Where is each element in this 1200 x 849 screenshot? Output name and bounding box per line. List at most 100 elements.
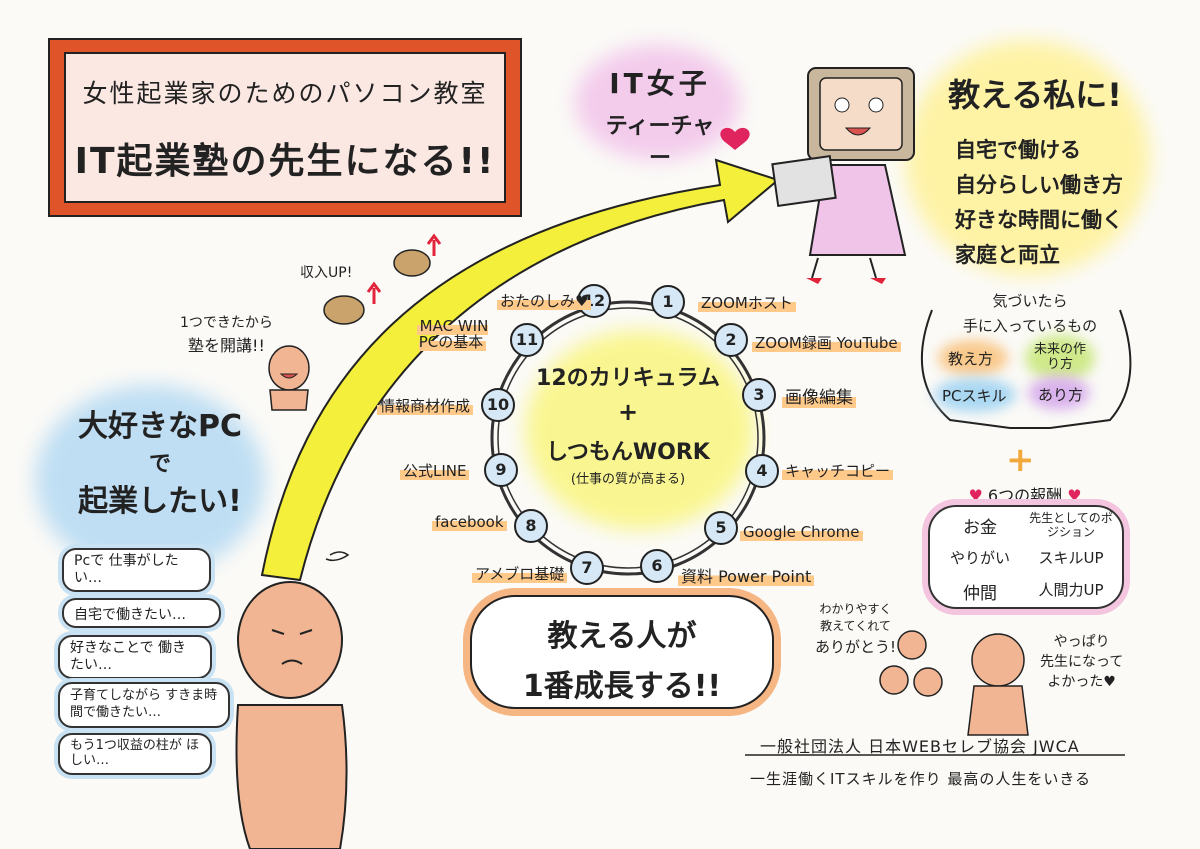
curriculum-node: 2 — [714, 323, 748, 357]
wish-text: 自宅で働きたい… — [74, 607, 186, 623]
money-bags-illustration — [323, 233, 442, 325]
thanks-speech: わかりやすく 教えてくれて ありがとう! — [815, 600, 896, 657]
students-illustration — [879, 630, 1029, 736]
teacher-label: IT女子 ティーチャー — [595, 62, 725, 172]
glad-line2: 先生になって — [1040, 654, 1124, 670]
curriculum-label-text: ZOOMホスト — [698, 294, 796, 312]
reward-item: 仲間 — [963, 584, 997, 604]
curriculum-node: 4 — [745, 454, 779, 488]
gained-item: PCスキル — [942, 387, 1007, 405]
thinking-person-illustration — [235, 551, 350, 849]
hands-outline — [920, 309, 1132, 429]
thanks-line3: ありがとう! — [815, 638, 897, 656]
rewards-heading: ♥ 6つの報酬 ♥ — [955, 482, 1095, 506]
reward-item: お金 — [963, 518, 997, 538]
rewards-title: 6つの報酬 — [987, 486, 1063, 505]
wish-bubble: 自宅で働きたい… — [62, 598, 221, 628]
curriculum-label: おたのしみ♥ — [497, 290, 592, 311]
plus-sign: + — [1006, 440, 1035, 480]
curriculum-label: アメブロ基礎 — [472, 563, 568, 584]
wish-bubble: 子育てしながら すきま時間で働きたい… — [58, 682, 230, 728]
wish-text: もう1つ収益の柱が ほしい… — [70, 738, 200, 768]
curriculum-label-text: 公式LINE — [400, 462, 470, 480]
opened-label: 1つできたから 塾を開講!! — [180, 312, 273, 356]
teach-me-item: 自分らしい働き方 — [955, 173, 1123, 197]
opened-line1: 1つできたから — [180, 315, 273, 331]
curriculum-label: 資料 Power Point — [678, 563, 815, 587]
reward-item: 人間力UP — [1038, 581, 1104, 599]
heart-icon: ♥ — [1067, 486, 1082, 505]
curriculum-node: 3 — [742, 378, 776, 412]
teach-me-heading: 教える私に! — [948, 76, 1122, 114]
gained-item: 未来の作り方 — [1033, 342, 1086, 372]
gained-section: 気づいたら 手に入っているもの — [935, 290, 1125, 336]
gained-badge-bg — [934, 378, 1016, 412]
curriculum-work-sub: (仕事の質が高まる) — [570, 472, 686, 487]
footer-tagline: 一生涯働くITスキルを作り 最高の人生をいきる — [750, 770, 1092, 788]
curriculum-label: 画像編集 — [782, 383, 856, 408]
gained-heading2: 手に入っているもの — [962, 317, 1098, 335]
rewards-box: お金 先生としてのポジション やりがい スキルUP 仲間 人間力UP — [928, 505, 1124, 609]
curriculum-label: facebook — [432, 513, 507, 531]
glad-line1: やっぱり — [1053, 634, 1110, 650]
title-box: 女性起業家のためのパソコン教室 IT起業塾の先生になる!! — [64, 52, 506, 203]
title-frame: 女性起業家のためのパソコン教室 IT起業塾の先生になる!! — [48, 38, 522, 217]
title-line1: 女性起業家のためのパソコン教室 — [82, 79, 488, 108]
thanks-line2: 教えてくれて — [820, 619, 891, 633]
income-label: 収入UP! — [300, 265, 353, 281]
title-line2: IT起業塾の先生になる!! — [74, 141, 496, 182]
curriculum-node: 6 — [640, 549, 674, 583]
wish-bubble: 好きなことで 働きたい… — [58, 635, 212, 679]
center-glow — [525, 330, 755, 530]
growth-line2: 1番成長する!! — [522, 669, 722, 704]
footer-org: 一般社団法人 日本WEBセレブ協会 JWCA — [760, 737, 1080, 756]
wish-text: Pcで 仕事がしたい… — [74, 553, 179, 586]
teach-me-section: 教える私に! 自宅で働ける 自分らしい働き方 好きな時間に働く 家庭と両立 — [925, 70, 1145, 269]
curriculum-label: 公式LINE — [400, 460, 470, 481]
small-person-illustration — [268, 345, 310, 411]
curriculum-label: 情報商材作成 — [377, 395, 474, 416]
curriculum-node: 1 — [651, 285, 685, 319]
want-line1: 大好きなPC — [77, 409, 242, 444]
glad-speech: やっぱり 先生になって よかった♥ — [1040, 632, 1123, 692]
curriculum-plus: + — [617, 398, 639, 426]
gained-badge-bg — [938, 340, 1008, 376]
curriculum-label: ZOOM録画 YouTube — [752, 332, 901, 353]
curriculum-node: 7 — [570, 551, 604, 585]
thanks-line1: わかりやすく — [819, 602, 892, 616]
curriculum-node: 9 — [484, 453, 518, 487]
reward-item: やりがい — [949, 549, 1010, 567]
wish-bubble: もう1つ収益の柱が ほしい… — [58, 733, 212, 775]
gained-badge-bg — [1028, 376, 1090, 410]
gained-item: 教え方 — [948, 350, 994, 368]
heart-icon: ♥ — [968, 486, 983, 505]
growth-box: 教える人が 1番成長する!! — [470, 595, 774, 709]
curriculum-work: しつもんWORK — [546, 440, 710, 465]
curriculum-label-text: MAC WIN PCの基本 — [416, 317, 489, 351]
curriculum-label: Google Chrome — [740, 523, 863, 541]
curriculum-ring — [490, 300, 766, 576]
curriculum-label-text: 画像編集 — [782, 388, 856, 408]
pink-glow — [575, 45, 740, 160]
reward-item: 先生としてのポジション — [1029, 511, 1113, 539]
heart-icon — [720, 127, 750, 150]
curriculum-label-text: 情報商材作成 — [377, 397, 474, 415]
want-heading: 大好きなPC で 起業したい! — [40, 405, 280, 524]
teacher-illustration — [771, 67, 915, 284]
wish-text: 好きなことで 働きたい… — [70, 640, 187, 673]
curriculum-label: MAC WIN PCの基本 — [405, 317, 500, 351]
curriculum-node: 8 — [514, 509, 548, 543]
curriculum-label-text: アメブロ基礎 — [472, 565, 568, 583]
curriculum-label-text: Google Chrome — [740, 523, 863, 541]
teach-me-item: 自宅で働ける — [955, 138, 1081, 162]
curriculum-label: キャッチコピー — [782, 460, 894, 481]
curriculum-label-text: facebook — [432, 513, 507, 531]
yellow-glow — [905, 40, 1150, 275]
curriculum-label-text: ZOOM録画 YouTube — [752, 334, 901, 352]
curriculum-title: 12のカリキュラム — [536, 366, 720, 391]
curriculum-node: 10 — [481, 388, 515, 422]
growth-line1: 教える人が — [547, 619, 697, 654]
teacher-label-line2: ティーチャー — [605, 114, 715, 171]
curriculum-label-text: おたのしみ♥ — [497, 292, 592, 310]
